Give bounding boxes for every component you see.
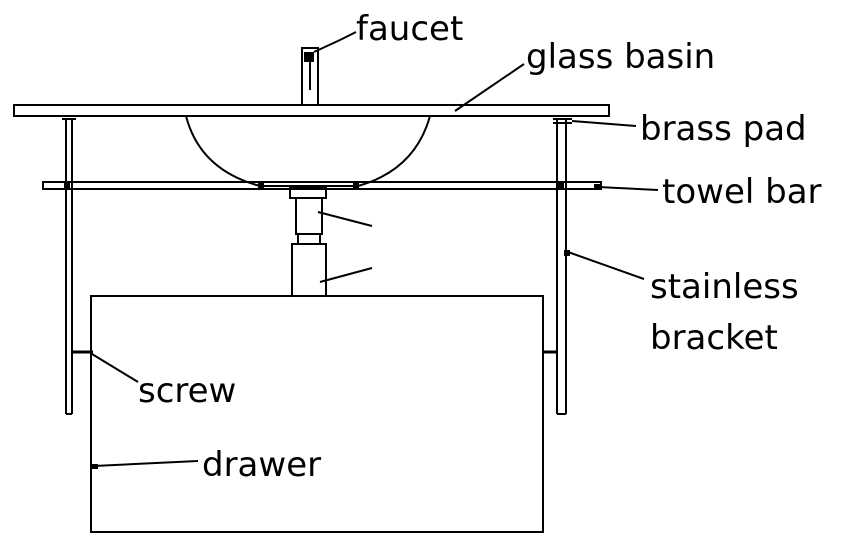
leader-towel-bar — [597, 186, 659, 191]
label-towel-bar: towel bar — [662, 172, 822, 212]
label-faucet: faucet — [356, 9, 463, 49]
dot-basin-right — [353, 183, 359, 188]
leader-drain-lower — [319, 267, 373, 283]
dot-towel-right — [558, 183, 564, 188]
label-brass-pad: brass pad — [640, 109, 807, 149]
dot-bracket-right — [564, 250, 570, 256]
drain-coupling — [297, 233, 321, 245]
leader-drain-upper — [317, 211, 373, 227]
leader-glass-basin — [454, 63, 525, 112]
dot-towel-left — [64, 183, 70, 188]
leader-brass-pad — [571, 120, 637, 127]
leader-drawer — [93, 460, 199, 467]
drain-upper-pipe — [295, 197, 323, 235]
dot-drawer — [92, 464, 98, 469]
basin-bowl — [185, 115, 431, 187]
label-drawer: drawer — [202, 445, 321, 485]
dot-basin-left — [258, 183, 264, 188]
leader-screw — [91, 353, 139, 383]
glass-basin-slab — [13, 104, 610, 117]
label-glass-basin: glass basin — [526, 37, 715, 77]
dot-faucet — [304, 52, 314, 62]
dot-towel-end — [594, 184, 600, 189]
leader-faucet — [313, 31, 357, 53]
drawer-box — [90, 295, 544, 533]
drain-lower-pipe — [291, 243, 327, 297]
leader-stainless-bracket — [567, 251, 645, 280]
label-stainless: stainless — [650, 267, 799, 307]
faucet-body — [301, 47, 319, 106]
label-bracket: bracket — [650, 318, 778, 358]
label-screw: screw — [138, 371, 236, 411]
